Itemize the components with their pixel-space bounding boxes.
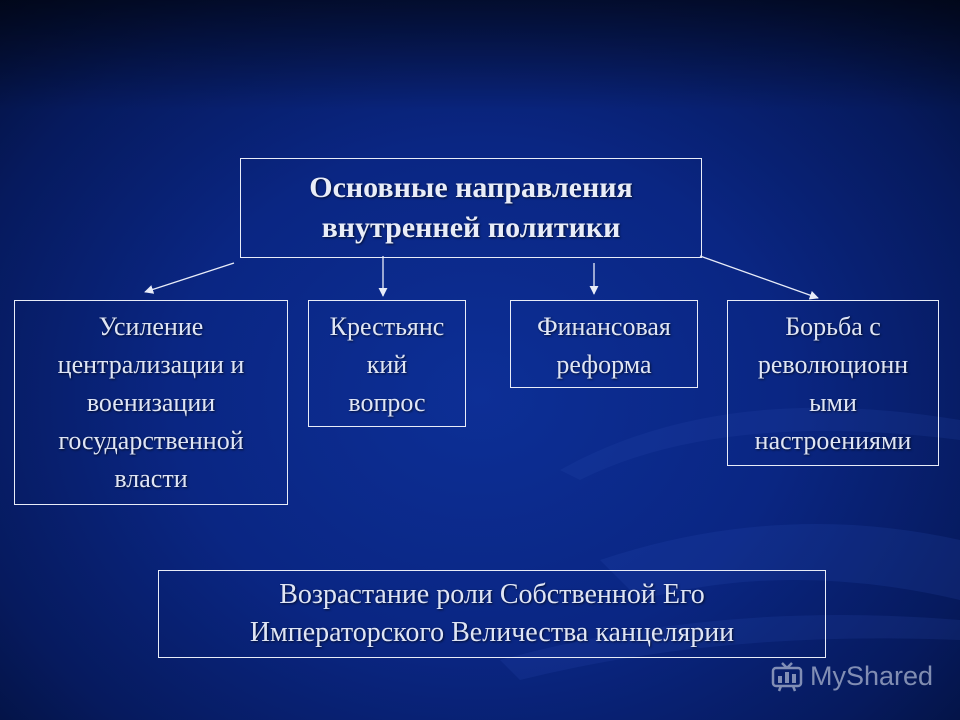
title-line-1: Основные направления (309, 171, 633, 204)
arrow-to-branch-1 (144, 262, 235, 294)
branch-box-centralization: Усиление централизации и военизации госу… (14, 300, 288, 505)
watermark: MyShared (770, 656, 933, 696)
branch-2-line-1: Крестьянс (329, 312, 445, 341)
branch-4-line-4: настроениями (754, 426, 912, 455)
branch-1-line-2: централизации и (57, 350, 245, 379)
bottom-box-chancellery: Возрастание роли Собственной Его Императ… (158, 570, 826, 658)
branch-1-line-5: власти (114, 464, 188, 493)
branch-3-line-1: Финансовая (537, 312, 671, 341)
branch-4-line-3: ыми (809, 388, 857, 417)
branch-2-line-2: кий (366, 350, 408, 379)
bottom-line-1: Возрастание роли Собственной Его (279, 579, 705, 610)
branch-box-revolution-struggle: Борьба с революционн ыми настроениями (727, 300, 939, 466)
branch-4-line-1: Борьба с (785, 312, 881, 341)
title-box: Основные направления внутренней политики (240, 158, 702, 258)
myshared-logo-icon (771, 662, 803, 692)
arrow-to-branch-4 (699, 255, 819, 300)
branch-1-line-4: государственной (58, 426, 244, 455)
background-top-shade (0, 0, 960, 110)
title-line-2: внутренней политики (321, 211, 621, 244)
bottom-line-2: Императорского Величества канцелярии (249, 617, 735, 648)
branch-2-line-3: вопрос (348, 388, 426, 417)
branch-4-line-2: революционн (757, 350, 909, 379)
branch-box-financial-reform: Финансовая реформа (510, 300, 698, 388)
watermark-text: MyShared (810, 660, 934, 691)
branch-box-peasant-question: Крестьянс кий вопрос (308, 300, 466, 427)
branch-1-line-3: военизации (86, 388, 216, 417)
branch-3-line-2: реформа (556, 350, 652, 379)
branch-1-line-1: Усиление (98, 312, 204, 341)
